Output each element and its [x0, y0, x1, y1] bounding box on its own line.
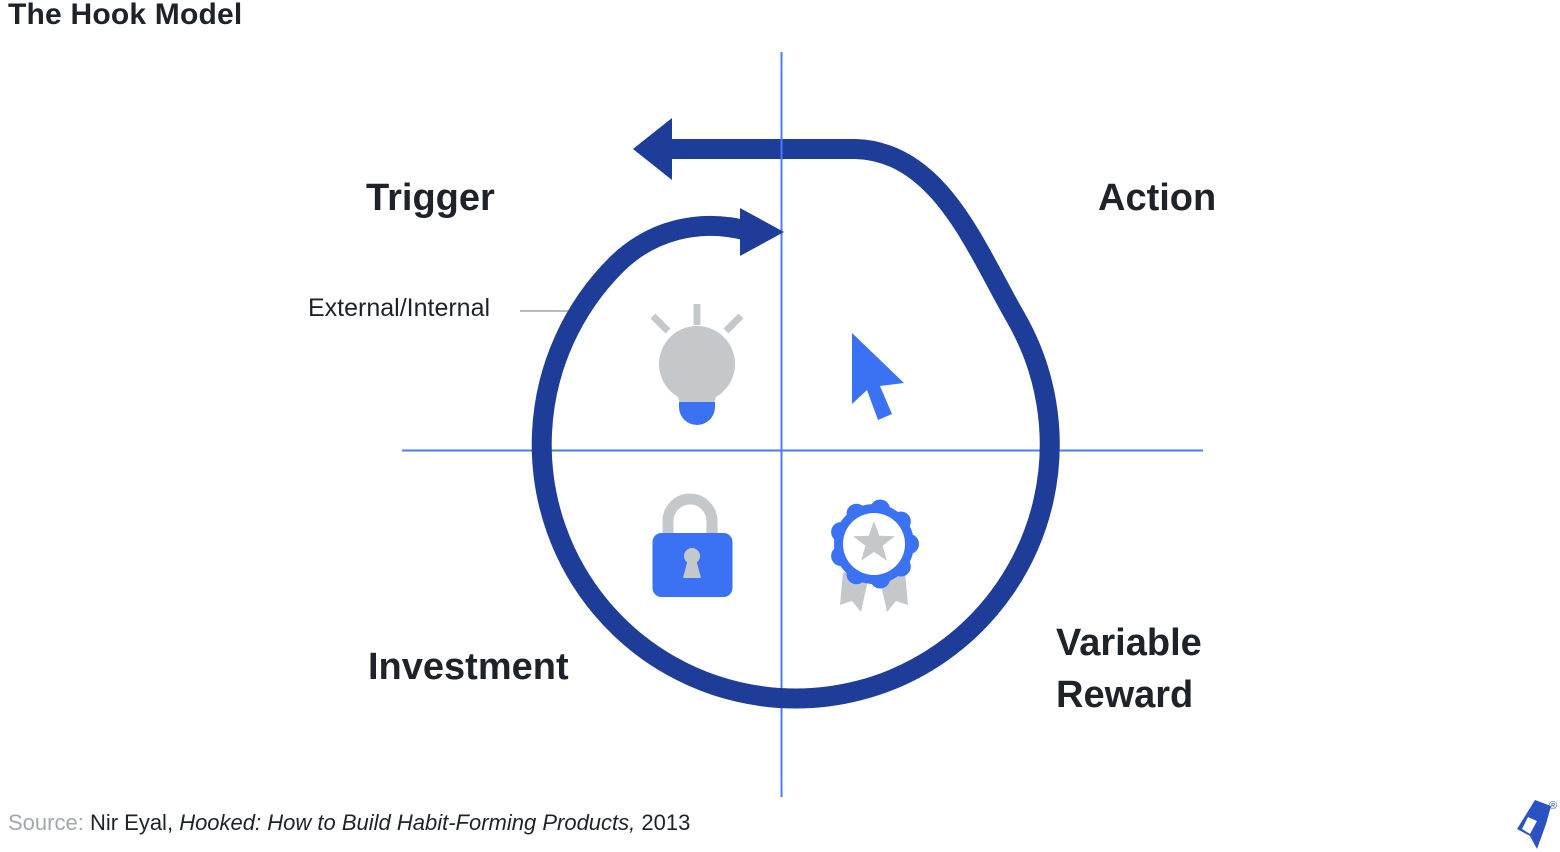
lightbulb-neck: [674, 386, 720, 403]
lock-keyhole-tail: [683, 559, 701, 578]
quadrant-label-variable-reward: Variable Reward: [1056, 622, 1202, 716]
outer-arrowhead-left: [633, 118, 672, 180]
source-author: Nir Eyal,: [89, 810, 180, 835]
ribbon-badge-icon: [831, 499, 919, 612]
lightbulb-rays: [650, 304, 744, 334]
quadrant-label-trigger: Trigger: [366, 177, 495, 219]
cursor-icon: [852, 333, 904, 420]
lock-shackle: [662, 493, 718, 537]
lock-icon: [652, 493, 733, 597]
cursor-pointer-shape: [852, 333, 904, 420]
toptal-logo: ®: [1517, 800, 1557, 849]
source-year: 2013: [635, 810, 691, 835]
toptal-logo-slash: [1522, 817, 1537, 834]
hook-loop-arrow: [531, 52, 1060, 709]
quadrant-label-investment: Investment: [368, 646, 569, 688]
page-title: The Hook Model: [8, 0, 243, 31]
source-work-title: Hooked: How to Build Habit-Forming Produ…: [179, 810, 636, 835]
hook-loop-path: [531, 139, 1060, 709]
inner-arrowhead-right: [740, 208, 784, 256]
source-prefix: Source:: [8, 810, 90, 835]
source-caption: Source: Nir Eyal, Hooked: How to Build H…: [8, 810, 690, 836]
lightbulb-glass: [659, 326, 735, 402]
quadrant-label-action: Action: [1098, 177, 1217, 219]
registered-mark: ®: [1549, 800, 1557, 812]
rosette-star: [853, 521, 895, 561]
lightbulb-icon: [650, 304, 744, 425]
lightbulb-base: [679, 402, 715, 425]
trigger-annotation: External/Internal: [308, 294, 491, 322]
